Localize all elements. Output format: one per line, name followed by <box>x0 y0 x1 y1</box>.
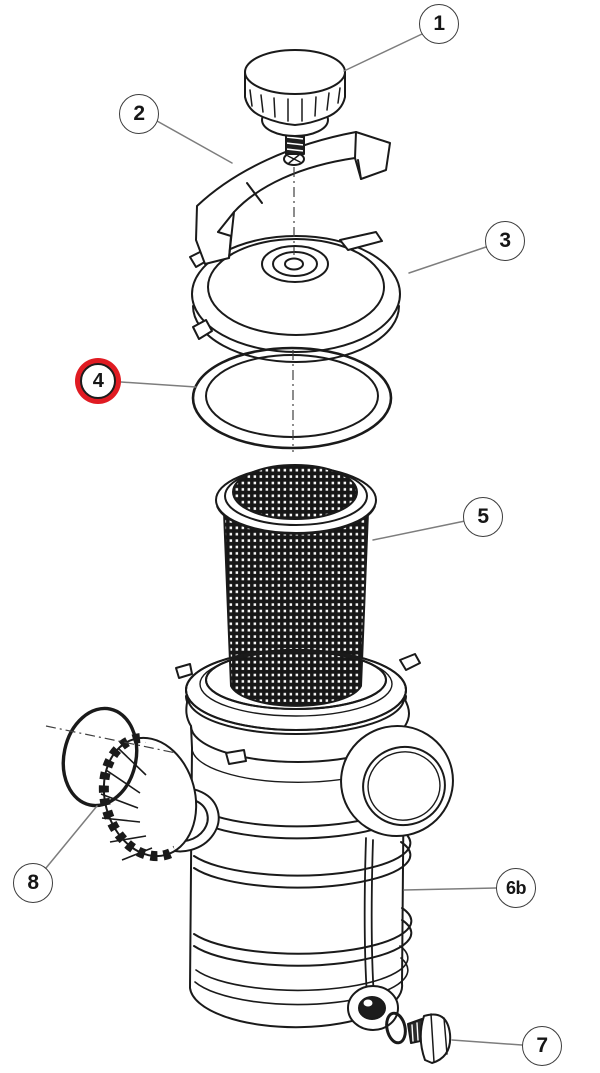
callout-5-label: 5 <box>477 505 489 528</box>
callout-2-label: 2 <box>133 102 145 125</box>
callout-7-label: 7 <box>536 1034 548 1057</box>
callout-3-label: 3 <box>499 229 511 252</box>
callout-1[interactable]: 1 <box>419 4 459 44</box>
callout-8[interactable]: 8 <box>13 863 53 903</box>
callout-7[interactable]: 7 <box>522 1026 562 1066</box>
callout-6b[interactable]: 6b <box>496 868 536 908</box>
body-side-port <box>340 724 454 838</box>
basket-mesh-body <box>223 511 369 707</box>
callout-5[interactable]: 5 <box>463 497 503 537</box>
basket-mesh-opening <box>232 464 358 520</box>
body-oring-part <box>61 706 139 808</box>
lid-oring-part <box>191 346 393 450</box>
knob-part <box>244 49 346 155</box>
pump-body-part <box>175 649 454 1029</box>
assembly-centerlines <box>45 167 295 754</box>
leader-5 <box>372 520 466 541</box>
leader-8 <box>45 805 98 869</box>
callout-1-label: 1 <box>433 12 445 35</box>
callout-6b-label: 6b <box>505 877 527 898</box>
strainer-basket-part <box>215 464 377 707</box>
drain-plug-part <box>347 985 452 1064</box>
callout-2[interactable]: 2 <box>119 94 159 134</box>
drain-plug-oring <box>385 1011 407 1045</box>
leader-3 <box>408 246 487 274</box>
leader-1 <box>343 33 423 72</box>
callout-leader-lines <box>45 33 523 1046</box>
callout-4-label: 4 <box>92 369 104 392</box>
leader-7 <box>451 1039 523 1046</box>
callout-3[interactable]: 3 <box>485 221 525 261</box>
leader-2 <box>156 120 233 164</box>
callout-4-highlighted[interactable]: 4 <box>80 363 116 399</box>
leader-4 <box>120 381 197 388</box>
lid-part <box>189 231 401 363</box>
callout-8-label: 8 <box>27 871 39 894</box>
clamp-part <box>195 131 391 265</box>
leader-6b <box>403 887 497 891</box>
